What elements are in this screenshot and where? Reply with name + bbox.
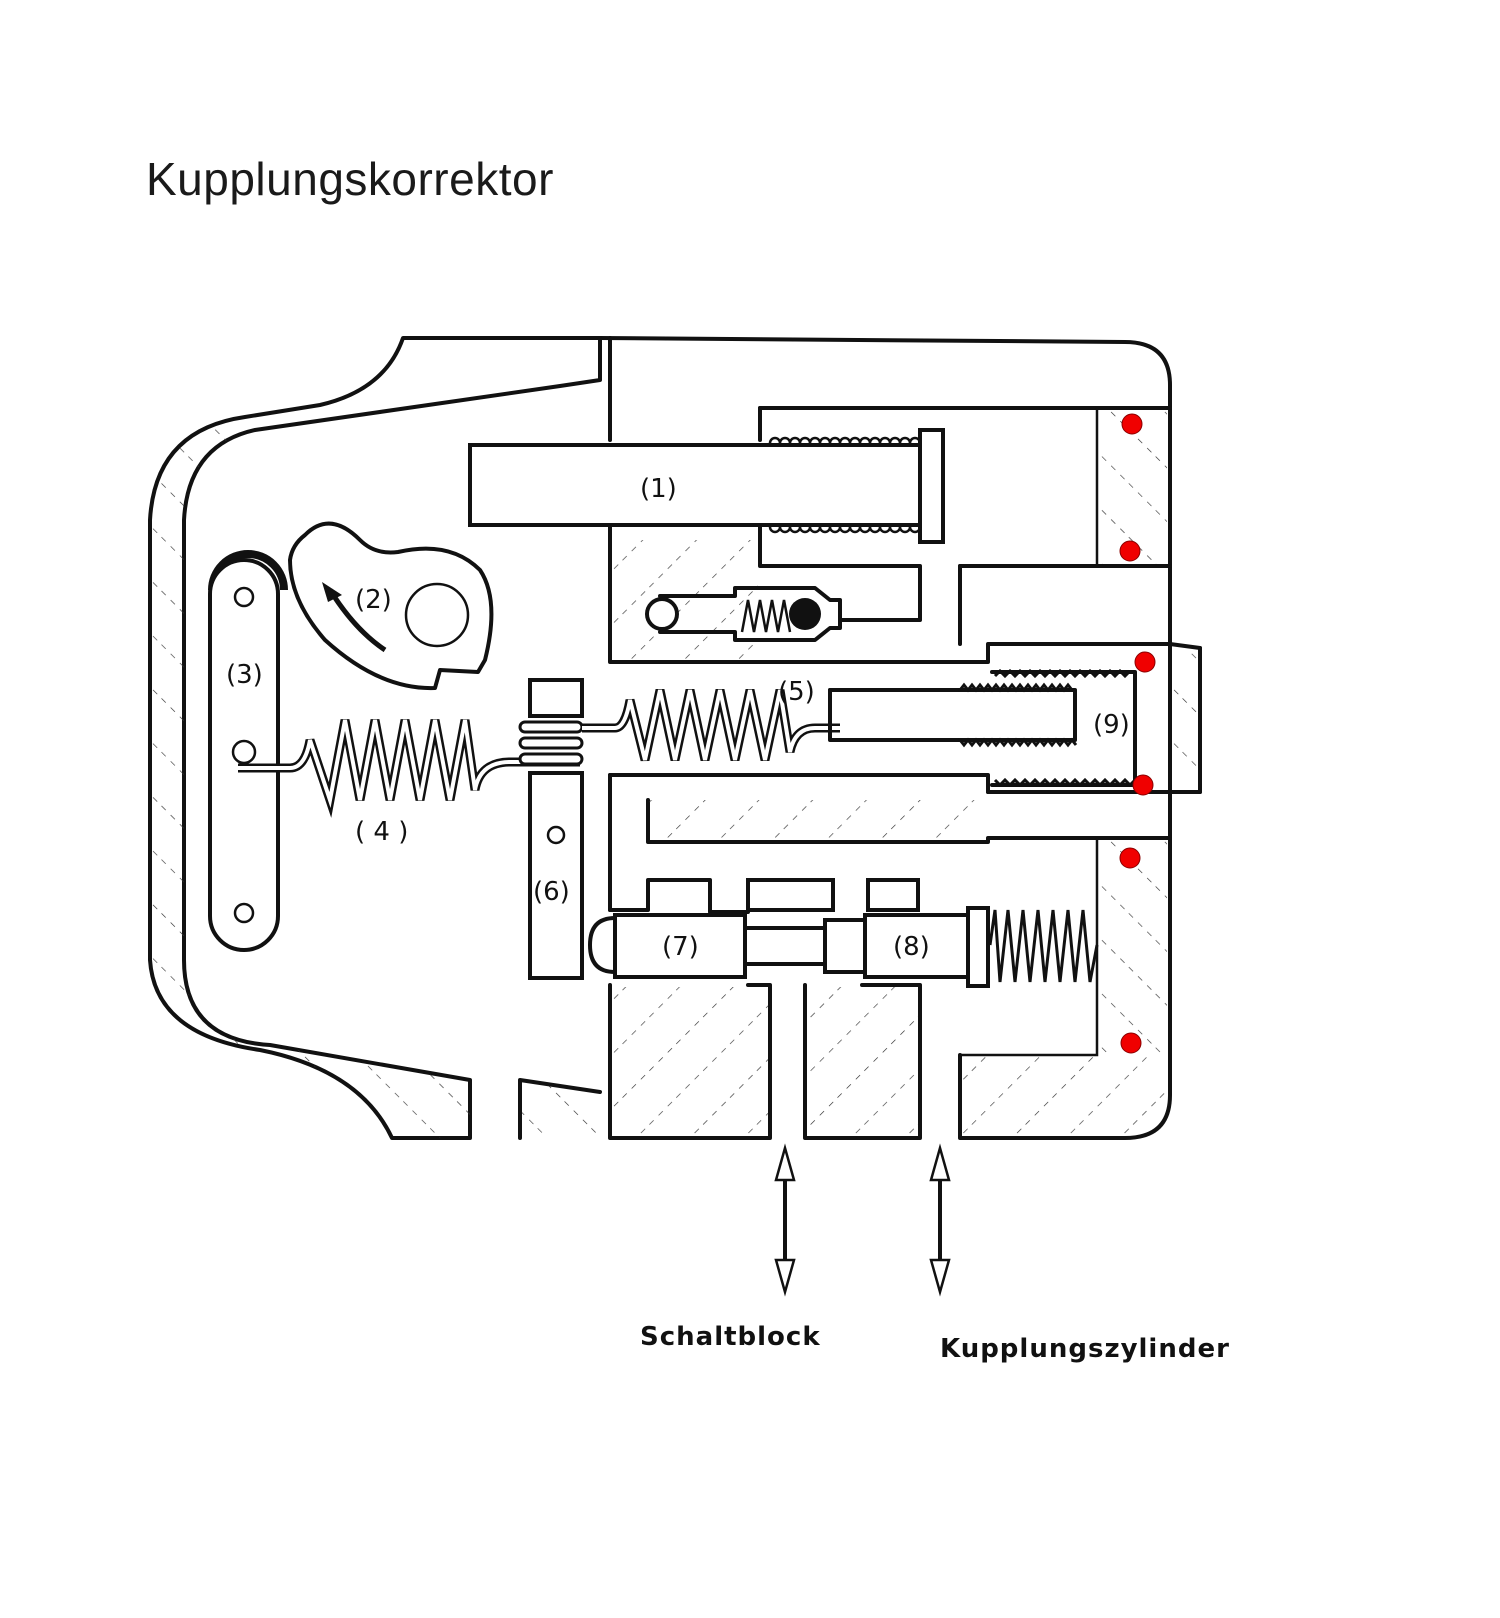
label-part-2: (2)	[355, 585, 392, 615]
label-part-3: (3)	[226, 660, 263, 690]
check-valve	[645, 586, 842, 642]
seal-dot	[1119, 847, 1141, 869]
part-9-adjuster: (9)	[828, 668, 1137, 788]
label-part-4: ( 4 )	[355, 817, 408, 847]
cam-pivot-icon	[404, 582, 470, 648]
port-label-schaltblock: Schaltblock	[640, 1322, 821, 1352]
seal-dot	[1121, 413, 1143, 435]
seal-dot	[1134, 651, 1156, 673]
port-label-kupplungszylinder: Kupplungszylinder	[940, 1334, 1230, 1364]
housing	[148, 336, 1202, 1140]
label-part-7: (7)	[662, 932, 699, 962]
label-part-8: (8)	[893, 932, 930, 962]
label-part-5: (5)	[778, 677, 815, 707]
seal-dot	[1132, 774, 1154, 796]
part-2-cam: (2)	[288, 521, 494, 691]
diagram-title: Kupplungskorrektor	[146, 153, 554, 205]
ball-icon	[789, 598, 821, 630]
part-8-spring	[988, 909, 1099, 983]
seals	[1119, 413, 1156, 1054]
label-part-6: (6)	[533, 877, 570, 907]
label-part-9: (9)	[1093, 710, 1130, 740]
port-arrow-kupplungszylinder	[929, 1143, 951, 1297]
seal-dot	[1119, 540, 1141, 562]
part-5-spring: (5)	[582, 677, 840, 762]
spring-coils-top	[768, 436, 922, 534]
valve-pistons: (7) (8)	[588, 878, 1099, 988]
part-4-spring: ( 4 )	[231, 719, 580, 847]
part-1-piston: (1)	[468, 428, 945, 544]
port-arrow-schaltblock	[774, 1143, 796, 1297]
part-6-slider: (6)	[518, 678, 584, 980]
label-part-1: (1)	[640, 474, 677, 504]
part-3-lever: (3)	[208, 550, 288, 952]
seal-dot	[1120, 1032, 1142, 1054]
